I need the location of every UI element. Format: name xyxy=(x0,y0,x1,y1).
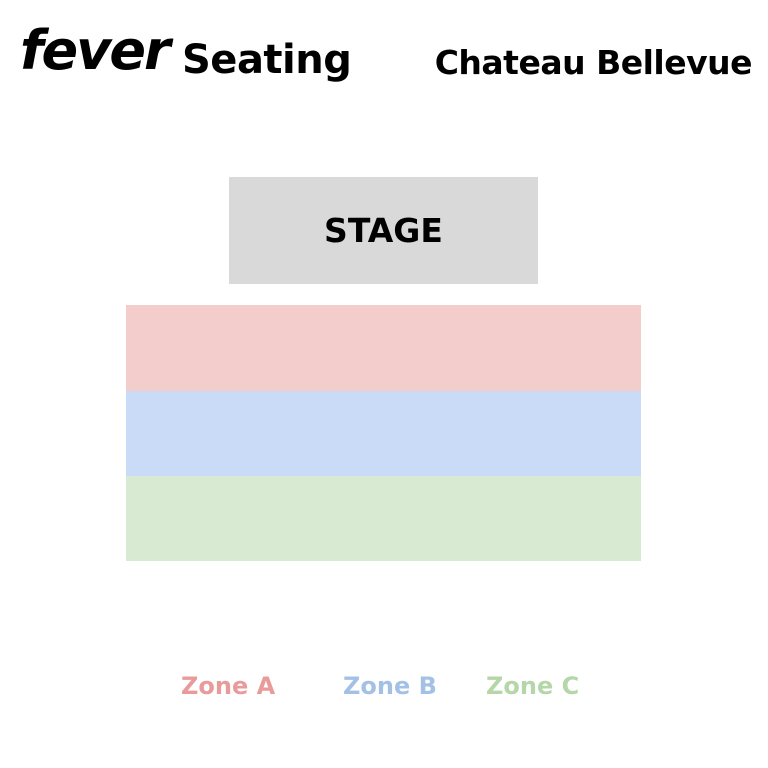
zone-a-area[interactable] xyxy=(126,305,641,391)
zone-c-area[interactable] xyxy=(126,476,641,561)
header: fever Seating Chateau Bellevue xyxy=(0,0,768,110)
legend-zone-c[interactable]: Zone C xyxy=(486,672,580,700)
legend-zone-b[interactable]: Zone B xyxy=(343,672,437,700)
zone-legend: Zone A Zone B Zone C xyxy=(0,668,768,708)
stage-label: STAGE xyxy=(324,211,443,250)
zone-b-area[interactable] xyxy=(126,391,641,476)
page-subtitle: Seating xyxy=(182,37,352,83)
legend-zone-a[interactable]: Zone A xyxy=(181,672,276,700)
venue-name: Chateau Bellevue xyxy=(434,43,753,82)
stage-area: STAGE xyxy=(229,177,538,284)
brand-logo: fever xyxy=(20,19,171,82)
